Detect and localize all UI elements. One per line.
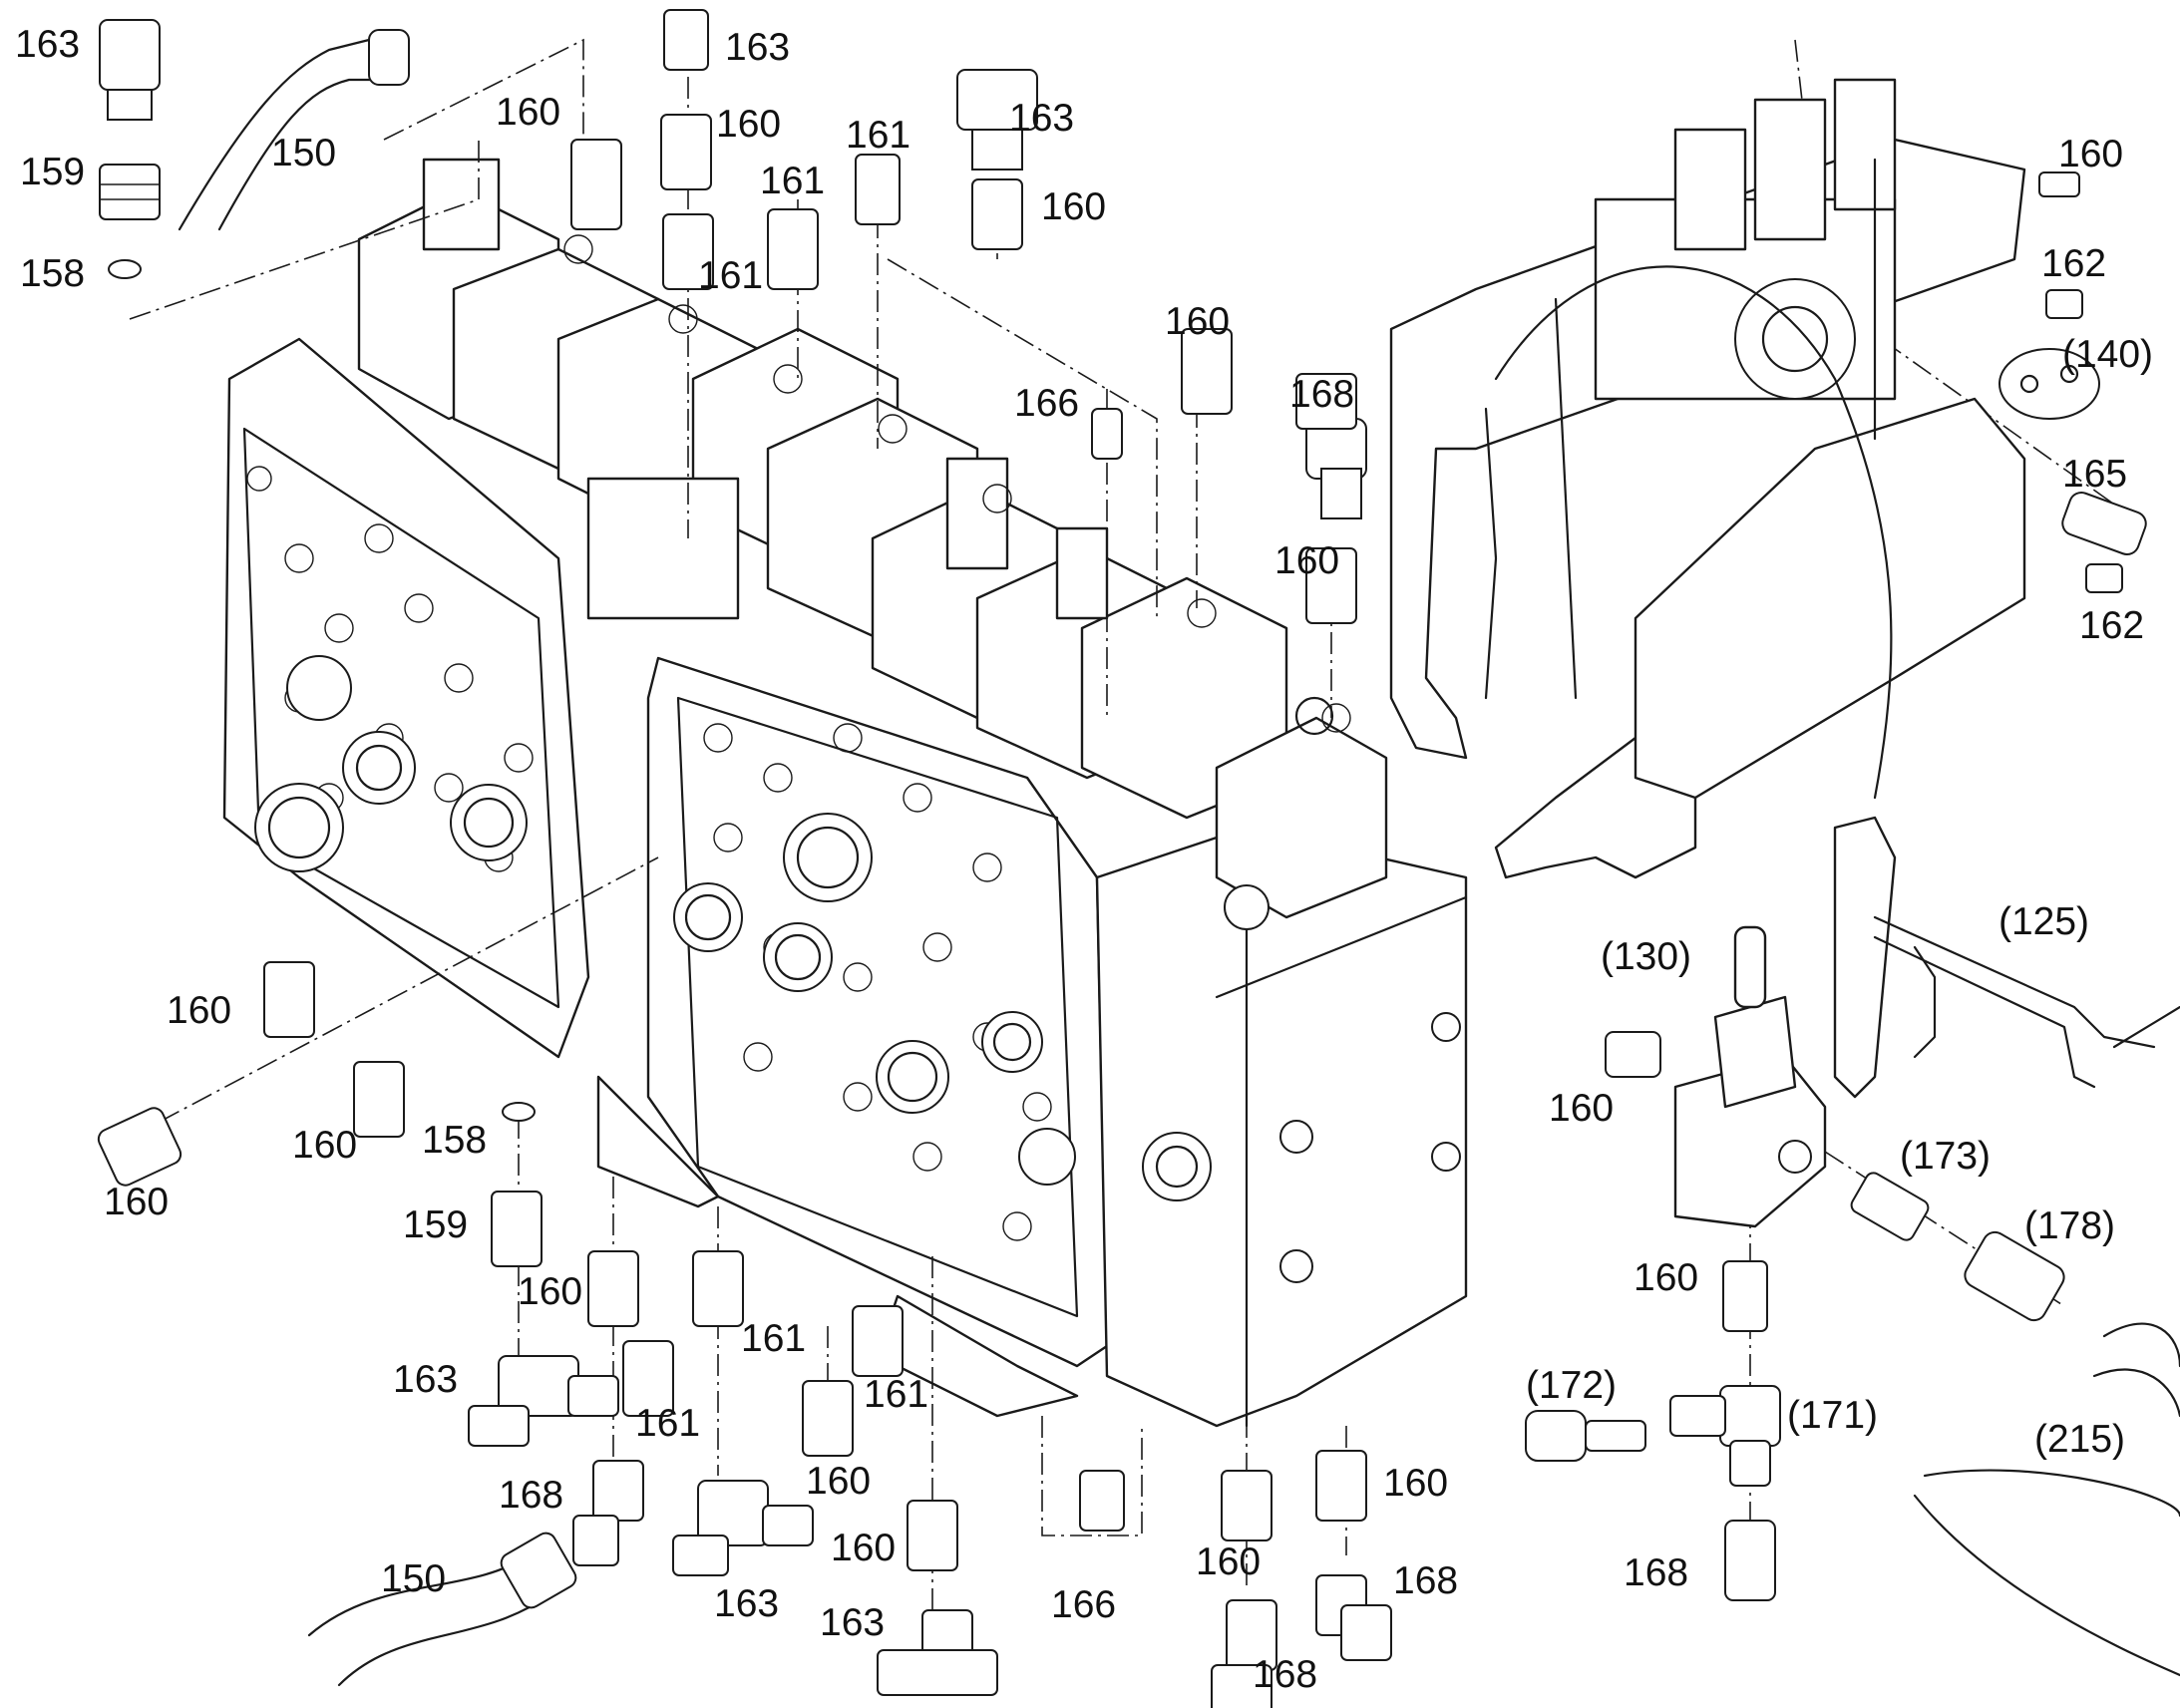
callout-label: (215) — [2034, 1418, 2125, 1461]
callout-label: 160 — [2058, 133, 2123, 175]
callout-label: 160 — [292, 1124, 357, 1167]
callout-label: 160 — [1196, 1540, 1261, 1583]
fittings — [97, 9, 2147, 1708]
callout-label: 150 — [271, 132, 336, 174]
callout-label: 160 — [496, 91, 560, 134]
callout-label: 163 — [15, 23, 80, 66]
callout-label: (171) — [1787, 1394, 1878, 1437]
callout-label: 160 — [167, 989, 231, 1032]
callout-label: 160 — [716, 103, 781, 146]
callout-label: 160 — [1634, 1256, 1698, 1299]
callout-label: 161 — [760, 160, 825, 202]
callout-label: 166 — [1014, 382, 1079, 425]
callout-label: 168 — [1253, 1653, 1317, 1696]
callout-label: 159 — [20, 151, 85, 193]
solenoid-valve-assembly — [1525, 925, 2180, 1677]
callout-label: 160 — [1274, 539, 1339, 582]
upper-frame-assembly — [1389, 78, 2180, 1099]
callout-label: 160 — [518, 1270, 582, 1313]
callout-label: 166 — [1051, 1583, 1116, 1626]
callout-label: 161 — [864, 1373, 928, 1416]
callout-label: 168 — [499, 1474, 563, 1517]
callout-label: (173) — [1900, 1135, 1991, 1178]
callout-label: (130) — [1601, 935, 1691, 978]
callout-label: 161 — [741, 1317, 806, 1360]
callout-label: (125) — [1998, 900, 2089, 943]
callout-label: 163 — [714, 1582, 779, 1625]
callout-label: 160 — [831, 1527, 896, 1569]
callout-label: 160 — [1549, 1087, 1614, 1130]
callout-labels: 163 159 158 150 160 163 160 161 163 160 … — [15, 23, 2153, 1696]
callout-label: 160 — [1041, 185, 1106, 228]
callout-label: 158 — [20, 252, 85, 295]
callout-label: 161 — [846, 114, 910, 157]
callout-label: (140) — [2062, 333, 2153, 376]
callout-label: 160 — [806, 1460, 871, 1503]
callout-label: 160 — [1383, 1462, 1448, 1505]
callout-label: (172) — [1526, 1364, 1617, 1407]
callout-label: 158 — [422, 1119, 487, 1162]
callout-label: 163 — [725, 26, 790, 69]
callout-label: 160 — [1165, 300, 1230, 343]
callout-label: 168 — [1624, 1551, 1688, 1594]
callout-label: 150 — [381, 1557, 446, 1600]
callout-label: 162 — [2079, 604, 2144, 647]
callout-label: 159 — [403, 1203, 468, 1246]
callout-label: 168 — [1289, 373, 1354, 416]
callout-label: 168 — [1393, 1559, 1458, 1602]
callout-label: 163 — [1009, 97, 1074, 140]
callout-label: 163 — [820, 1601, 885, 1644]
callout-label: (178) — [2024, 1204, 2115, 1247]
main-control-valve — [222, 158, 1468, 1428]
callout-label: 163 — [393, 1358, 458, 1401]
callout-label: 165 — [2062, 453, 2127, 496]
callout-label: 161 — [698, 254, 763, 297]
callout-label: 161 — [635, 1402, 700, 1445]
callout-label: 162 — [2041, 242, 2106, 285]
callout-label: 160 — [104, 1181, 169, 1223]
